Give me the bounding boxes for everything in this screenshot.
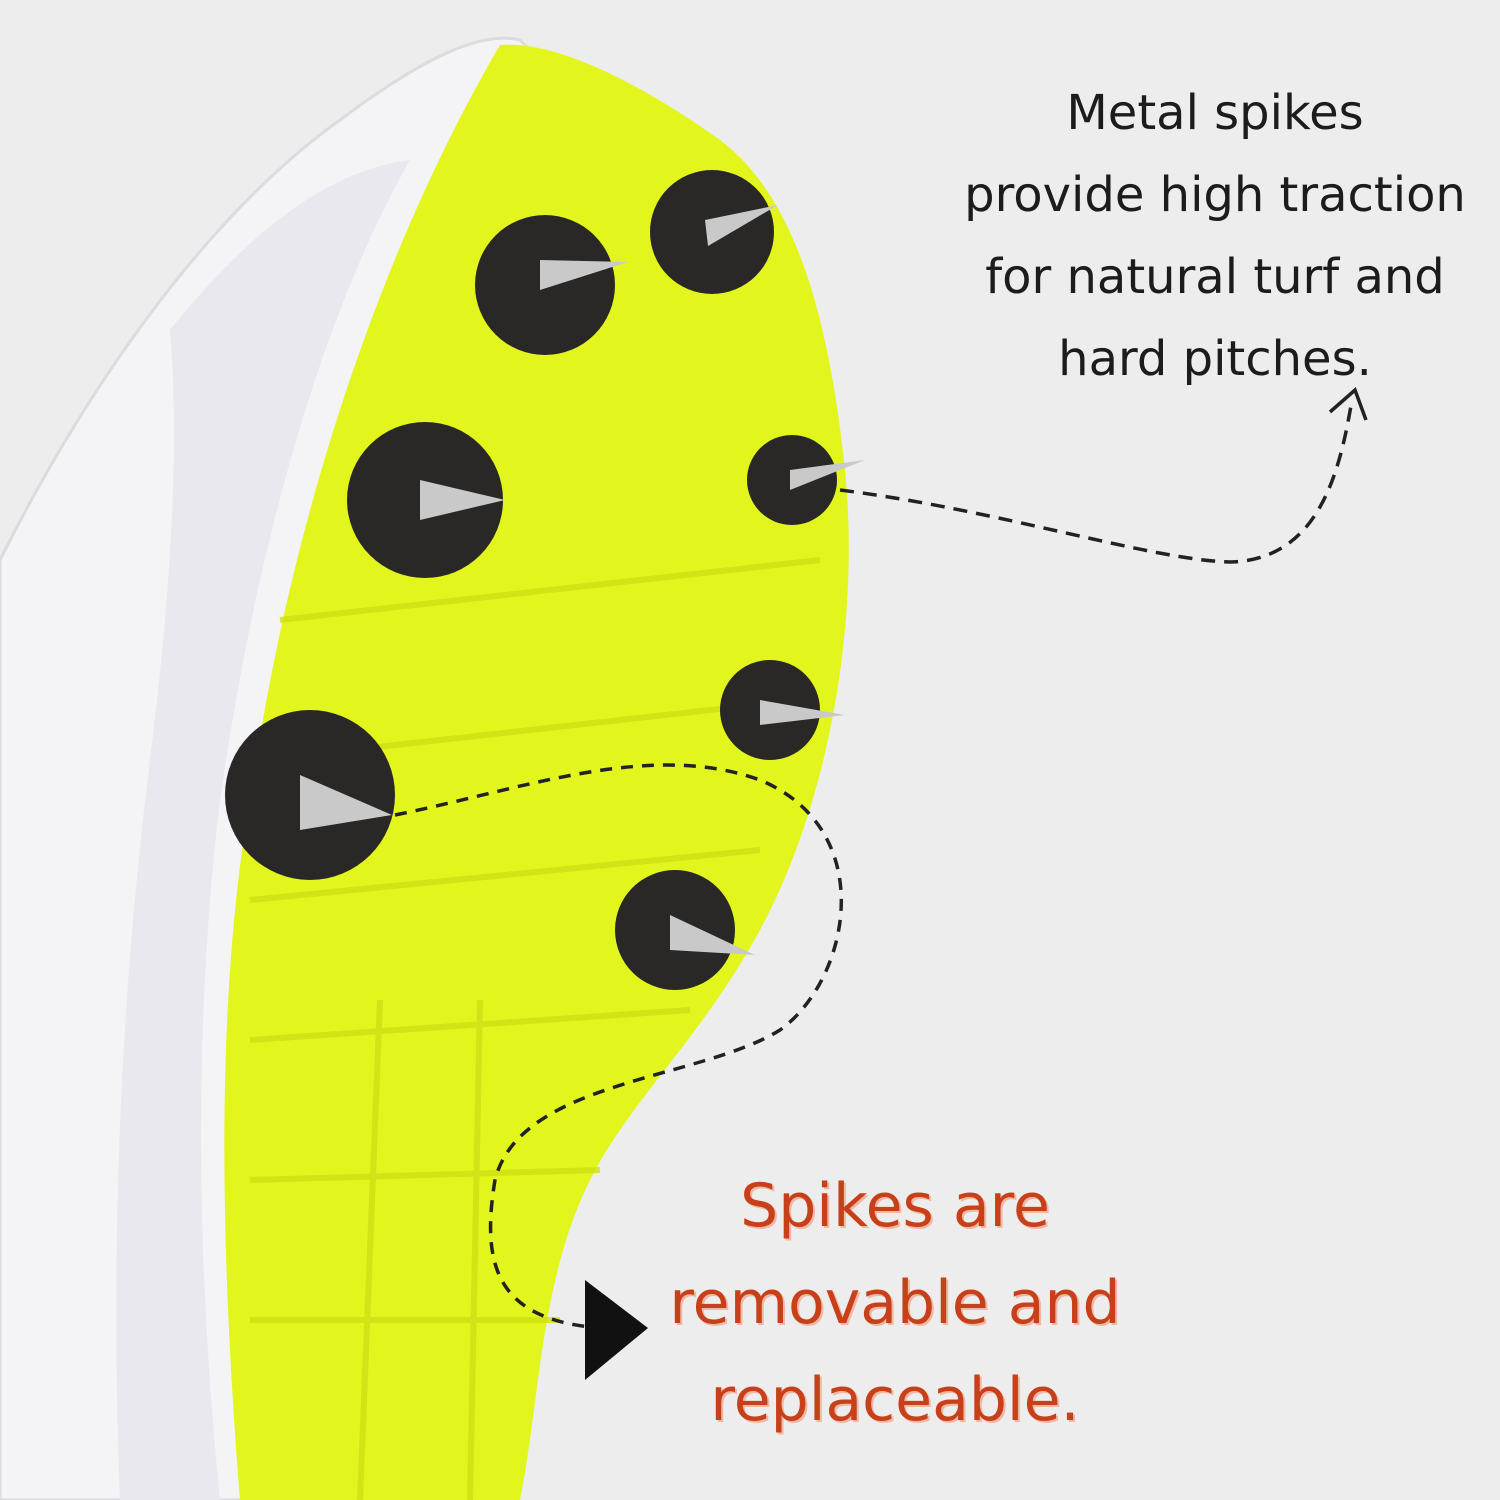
top-arrowhead-icon [1328, 386, 1368, 421]
top-callout-arrow [839, 399, 1354, 564]
callout-line: replaceable. [710, 1365, 1080, 1435]
callout-line: removable and [669, 1268, 1121, 1338]
spike-plates [225, 170, 865, 990]
callout-line: hard pitches. [1058, 331, 1372, 387]
metal-spikes-callout: Metal spikes provide high traction for n… [940, 72, 1490, 400]
callout-line: for natural turf and [985, 249, 1445, 305]
callout-line: Metal spikes [1066, 85, 1364, 141]
spike-5 [720, 660, 845, 760]
bottom-callout-arrow [394, 763, 843, 1330]
bottom-arrowhead-icon [585, 1280, 648, 1380]
callout-line: Spikes are [740, 1171, 1050, 1241]
spike-3 [347, 422, 505, 578]
midsole-edge [116, 160, 410, 1500]
spike-7 [615, 870, 755, 990]
spike-4 [747, 435, 865, 525]
spike-6 [225, 710, 395, 880]
callout-line: provide high traction [964, 167, 1466, 223]
removable-spikes-callout: Spikes are removable and replaceable. [650, 1158, 1140, 1449]
spike-2 [650, 170, 778, 294]
yellow-sole [224, 44, 849, 1500]
spike-1 [475, 215, 628, 355]
